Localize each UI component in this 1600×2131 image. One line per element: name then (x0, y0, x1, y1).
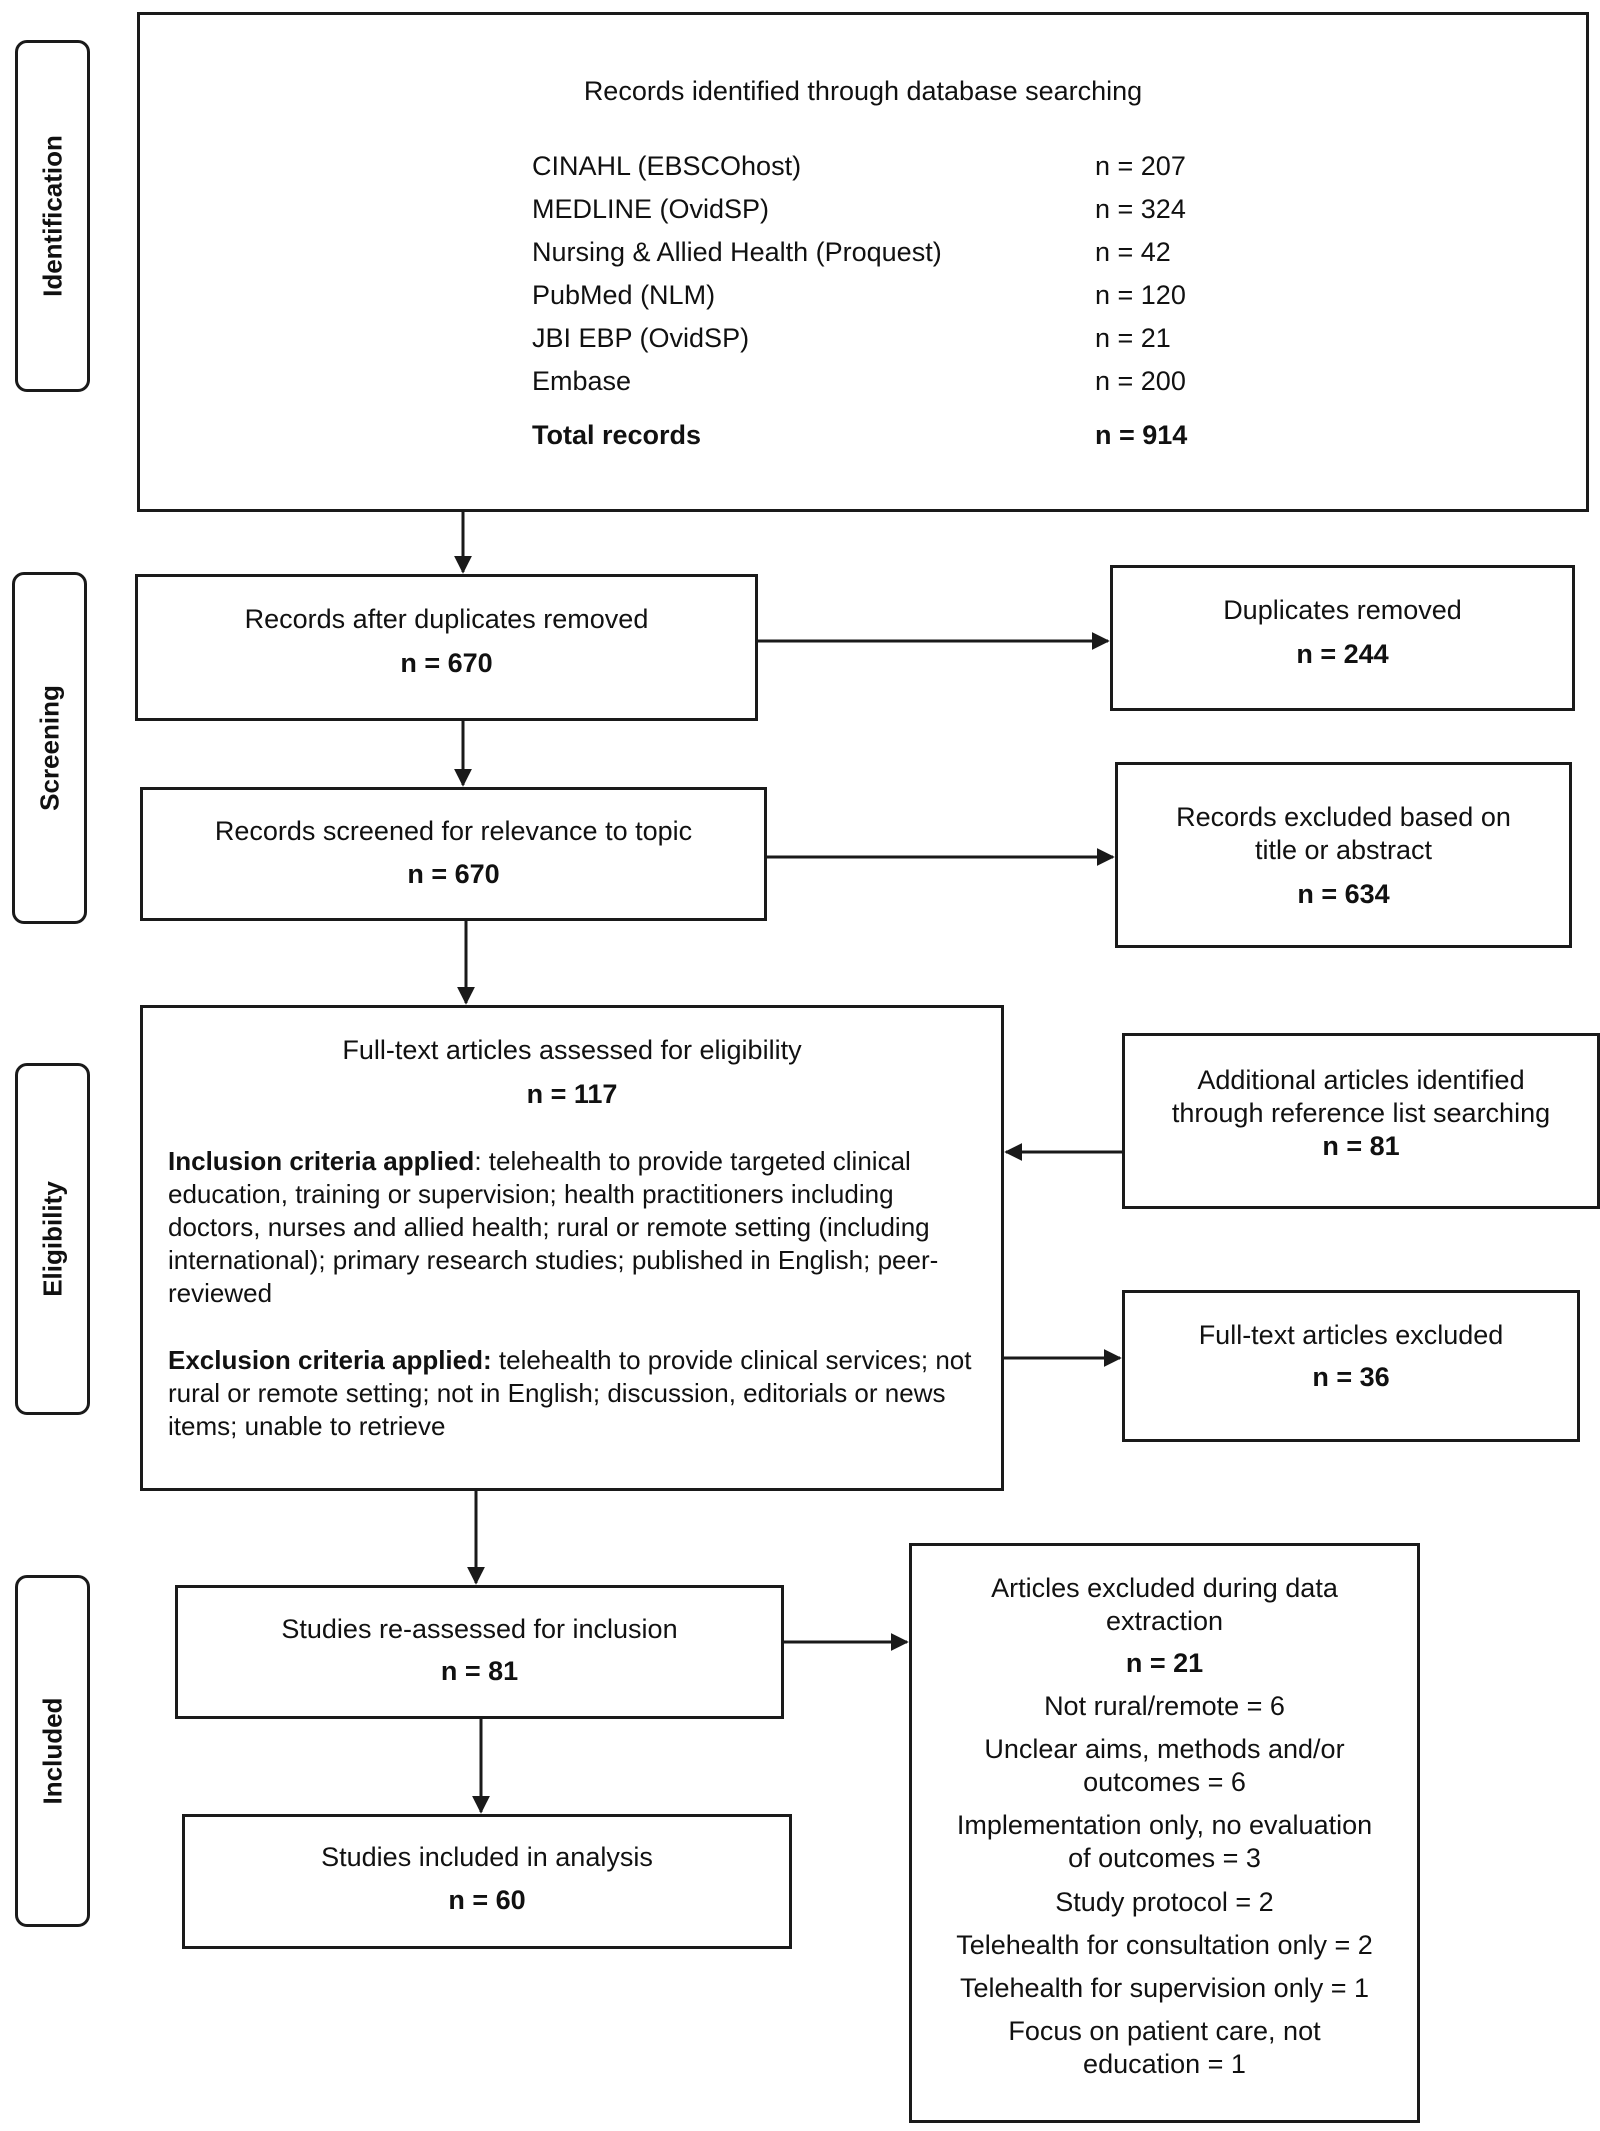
db-n-6: n = 200 (1095, 366, 1186, 396)
screened-n: n = 670 (407, 859, 500, 889)
db-name-2: MEDLINE (OvidSP) (532, 194, 770, 224)
duplicates-removed-n: n = 244 (1296, 639, 1389, 669)
reason-implementation-line1: Implementation only, no evaluation (956, 1810, 1373, 1840)
inclusion-criteria: Inclusion criteria applied: telehealth t… (168, 1145, 978, 1310)
additional-articles-n: n = 81 (1322, 1131, 1400, 1161)
extraction-n: n = 21 (1125, 1648, 1204, 1678)
after-duplicates-title: Records after duplicates removed (244, 604, 649, 634)
db-name-5: JBI EBP (OvidSP) (532, 323, 750, 353)
total-records-label: Total records (532, 420, 702, 450)
reason-unclear-line2: outcomes = 6 (1083, 1767, 1246, 1797)
db-n-1: n = 207 (1095, 151, 1186, 181)
exclusion-criteria-text: telehealth to provide clinical services;… (168, 1345, 972, 1441)
excluded-title-abstract-line1: Records excluded based on (1176, 802, 1511, 832)
included-analysis-n: n = 60 (448, 1885, 526, 1915)
db-name-3: Nursing & Allied Health (Proquest) (532, 237, 942, 267)
fulltext-assessed-n: n = 117 (526, 1079, 618, 1109)
reason-implementation-line2: of outcomes = 3 (1068, 1843, 1261, 1873)
total-records-n: n = 914 (1095, 420, 1188, 450)
stage-identification: Identification (15, 40, 90, 392)
stage-eligibility: Eligibility (15, 1063, 90, 1415)
db-name-6: Embase (532, 366, 632, 396)
reassessed-title: Studies re-assessed for inclusion (281, 1614, 678, 1644)
stage-screening: Screening (12, 572, 87, 924)
fulltext-excluded-box: Full-text articles excluded n = 36 (1122, 1290, 1580, 1442)
reason-protocol: Study protocol = 2 (1055, 1887, 1274, 1917)
exclusion-criteria-label: Exclusion criteria applied: (168, 1345, 492, 1375)
db-n-2: n = 324 (1095, 194, 1186, 224)
additional-articles-line1: Additional articles identified (1197, 1065, 1525, 1095)
db-n-4: n = 120 (1095, 280, 1186, 310)
fulltext-excluded-title: Full-text articles excluded (1198, 1320, 1504, 1350)
reason-patient-care-line1: Focus on patient care, not (1008, 2016, 1321, 2046)
reassessed-box: Studies re-assessed for inclusion n = 81 (175, 1585, 784, 1719)
duplicates-removed-box: Duplicates removed n = 244 (1110, 565, 1575, 711)
identification-box: Records identified through database sear… (137, 12, 1589, 512)
excluded-title-abstract-box: Records excluded based on title or abstr… (1115, 762, 1572, 948)
reason-patient-care-line2: education = 1 (1083, 2049, 1246, 2079)
stage-included: Included (15, 1575, 90, 1927)
after-duplicates-n: n = 670 (400, 648, 493, 678)
fulltext-assessed-box: Full-text articles assessed for eligibil… (140, 1005, 1004, 1491)
duplicates-removed-title: Duplicates removed (1223, 595, 1462, 625)
db-name-4: PubMed (NLM) (532, 280, 716, 310)
reassessed-n: n = 81 (440, 1656, 519, 1686)
inclusion-criteria-text: : telehealth to provide targeted clinica… (168, 1146, 939, 1308)
data-extraction-excluded-box: Articles excluded during data extraction… (909, 1543, 1420, 2123)
db-n-3: n = 42 (1095, 237, 1171, 267)
fulltext-excluded-n: n = 36 (1312, 1362, 1390, 1392)
excluded-title-abstract-line2: title or abstract (1254, 835, 1433, 865)
reason-unclear-line1: Unclear aims, methods and/or (984, 1734, 1345, 1764)
reason-consultation: Telehealth for consultation only = 2 (956, 1930, 1373, 1960)
screened-title: Records screened for relevance to topic (214, 816, 693, 846)
excluded-title-abstract-n: n = 634 (1297, 879, 1390, 909)
after-duplicates-box: Records after duplicates removed n = 670 (135, 574, 758, 721)
extraction-title-line2: extraction (1105, 1606, 1224, 1636)
included-analysis-title: Studies included in analysis (321, 1842, 653, 1872)
additional-articles-line2: through reference list searching (1171, 1098, 1551, 1128)
extraction-title-line1: Articles excluded during data (991, 1573, 1338, 1603)
additional-articles-box: Additional articles identified through r… (1122, 1033, 1600, 1209)
inclusion-criteria-label: Inclusion criteria applied (168, 1146, 475, 1176)
reason-not-rural: Not rural/remote = 6 (1044, 1691, 1285, 1721)
exclusion-criteria: Exclusion criteria applied: telehealth t… (168, 1344, 978, 1443)
fulltext-assessed-title: Full-text articles assessed for eligibil… (342, 1035, 802, 1065)
identification-title: Records identified through database sear… (583, 76, 1143, 106)
db-n-5: n = 21 (1095, 323, 1171, 353)
included-analysis-box: Studies included in analysis n = 60 (182, 1814, 792, 1949)
screened-box: Records screened for relevance to topic … (140, 787, 767, 921)
db-name-1: CINAHL (EBSCOhost) (532, 151, 802, 181)
reason-supervision: Telehealth for supervision only = 1 (960, 1973, 1369, 2003)
